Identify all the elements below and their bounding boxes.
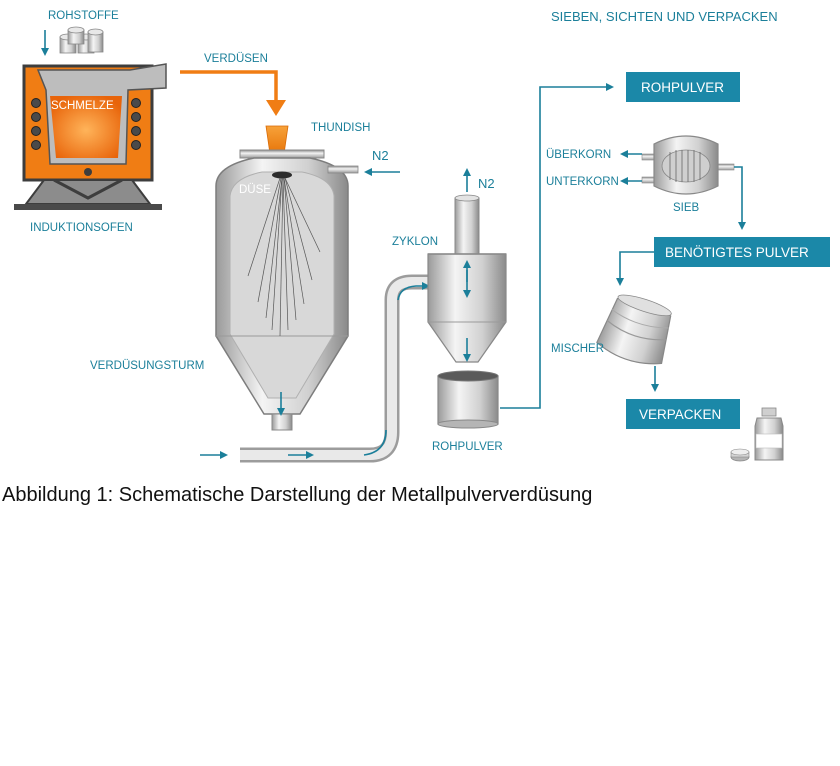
verduesungsturm-label: VERDÜSUNGSTURM [90,360,204,372]
benoetigtes-pulver-box-label: BENÖTIGTES PULVER [665,245,809,260]
raw-powder-container [437,370,499,429]
verduesen-label: VERDÜSEN [204,53,268,65]
bottle-cap [730,448,750,462]
sieb-label: SIEB [673,202,700,214]
rohpulver-box-label: ROHPULVER [641,80,724,95]
n2-inlet-pipe [327,165,359,174]
verpacken-box-label: VERPACKEN [639,407,721,422]
section-title: SIEBEN, SICHTEN UND VERPACKEN [551,9,778,24]
benoetigt-to-mischer-arrow [616,251,654,286]
rohstoffe-label: ROHSTOFFE [48,10,119,22]
rohpulver-box [626,72,740,102]
verduesen-arrow [180,70,278,100]
mischer-label: MISCHER [551,343,604,355]
rohpulver-flow-line [500,83,614,409]
induction-furnace [14,63,167,210]
sieb-to-benoetigt-arrow [734,166,746,230]
figure-caption: Abbildung 1: Schematische Darstellung de… [2,484,593,506]
raw-material-ingots [59,26,104,54]
n2-outlet-label: N2 [478,176,495,191]
induktionsofen-label: INDUKTIONSOFEN [30,222,133,234]
powder-bottle [754,407,784,461]
schmelze-label: SCHMELZE [51,100,114,112]
n2-inlet-label: N2 [372,148,389,163]
thundish-label: THUNDISH [311,122,370,134]
metal-powder-atomization-diagram: ROHSTOFFE SCHMELZE INDUKTIONSOFEN VERDÜS… [14,9,830,463]
zyklon-label: ZYKLON [392,236,438,248]
duese-label: DÜSE [239,184,271,196]
sieve [641,135,735,195]
benoetigtes-pulver-box [654,237,830,267]
unterkorn-label: UNTERKORN [546,176,619,188]
ueberkorn-label: ÜBERKORN [546,149,611,161]
mixer [596,294,672,365]
rohpulver-container-label: ROHPULVER [432,441,503,453]
atomization-tower [215,149,349,431]
verpacken-box [626,399,740,429]
verduesen-arrowhead [266,100,286,116]
cyclone [427,194,507,363]
